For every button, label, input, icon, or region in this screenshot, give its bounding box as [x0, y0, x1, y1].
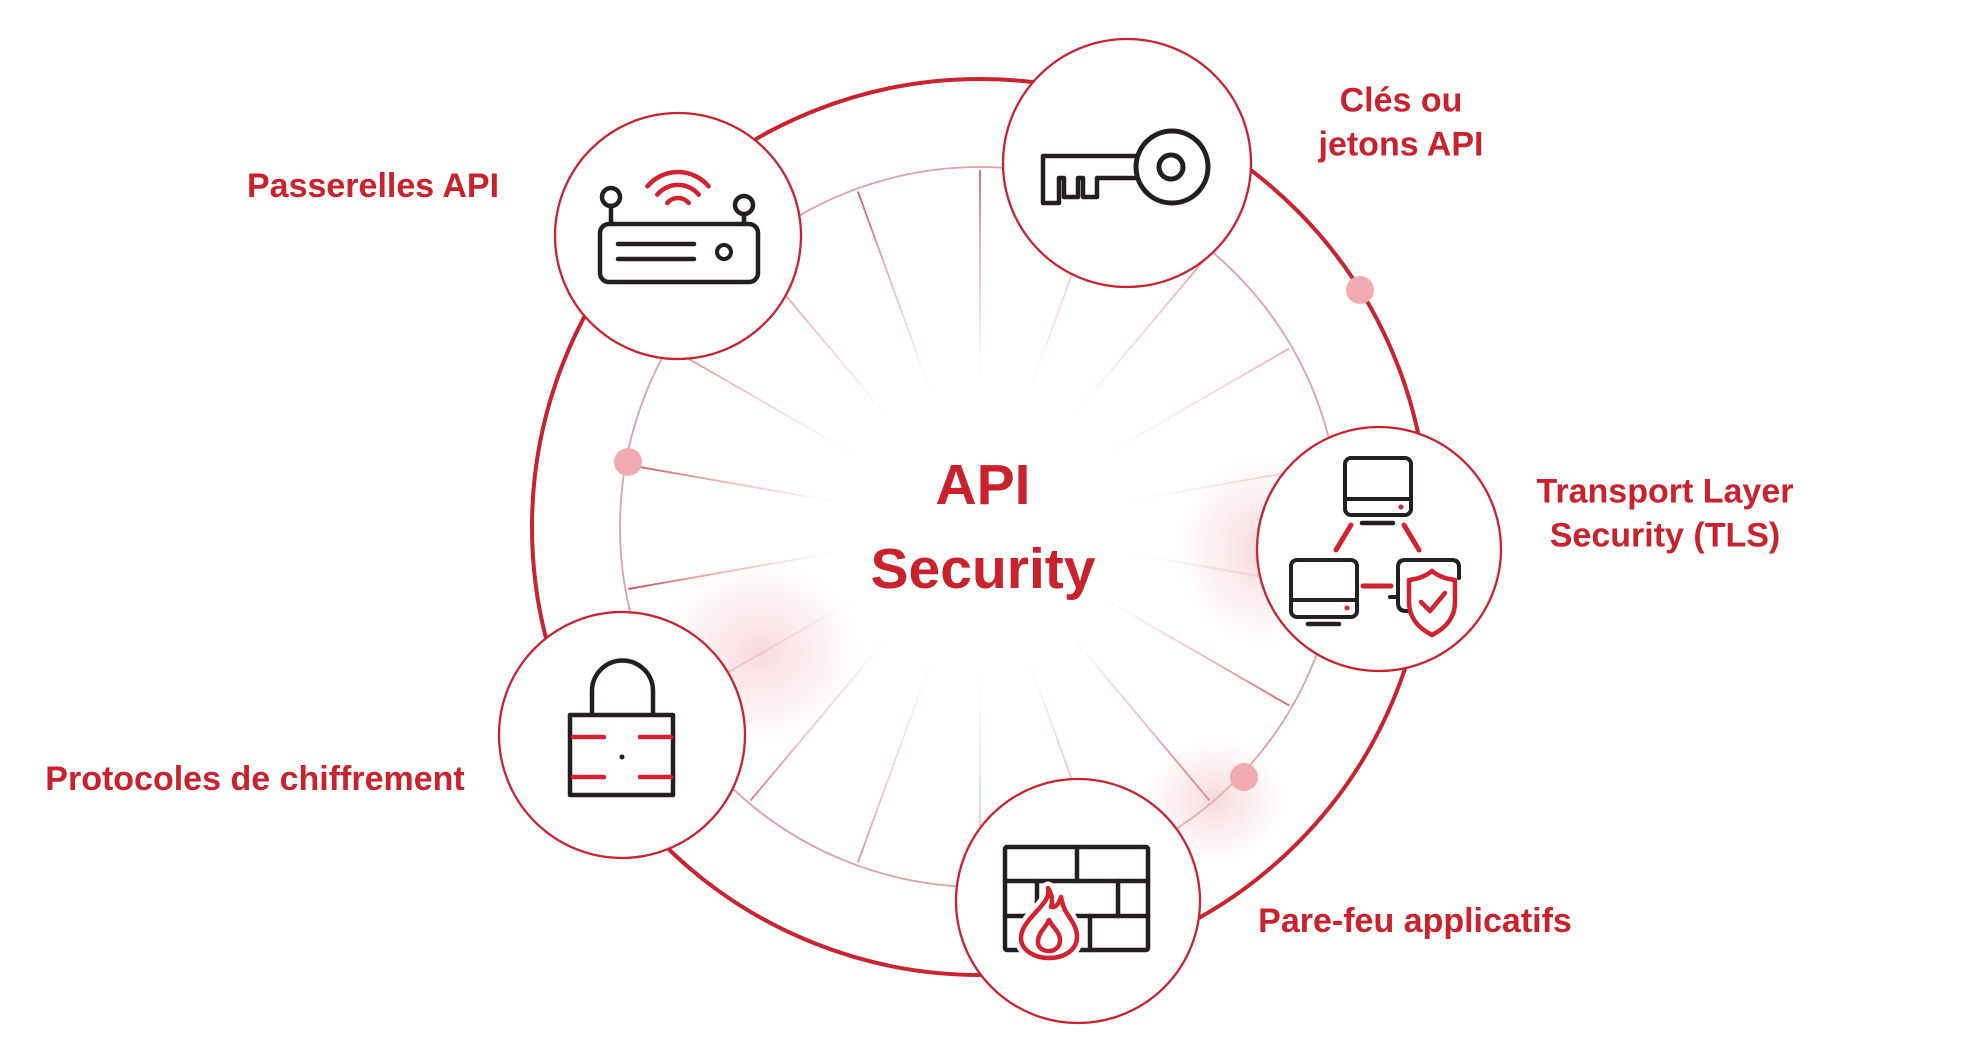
padlock-icon: [567, 658, 676, 798]
accent-dot-bottom-right: [1230, 763, 1258, 791]
label-tls: Transport Layer Security (TLS): [1536, 472, 1794, 554]
router-icon: [597, 169, 761, 285]
label-api-keys: Clés ou jetons API: [1318, 81, 1484, 163]
key-icon: [1040, 128, 1211, 206]
keyhole-dot: [619, 754, 625, 760]
node-api-keys: [1001, 37, 1253, 289]
accent-dot-top-right: [1346, 276, 1374, 304]
label-encryption: Protocoles de chiffrement: [45, 760, 465, 799]
network-shield-icon: [1289, 456, 1461, 638]
wifi-waves: [645, 169, 711, 206]
accent-dot-left: [614, 448, 642, 476]
center-title-line2: Security: [870, 537, 1096, 601]
label-api-gateways: Passerelles API: [246, 167, 500, 206]
node-encryption: [497, 610, 747, 860]
monitor-left: [1289, 558, 1359, 627]
node-circle: [954, 777, 1202, 1025]
firewall-icon: [1002, 844, 1151, 965]
node-api-gateways: [553, 111, 803, 361]
node-firewalls: [954, 777, 1202, 1025]
monitor-top: [1343, 456, 1413, 526]
label-firewalls: Pare-feu applicatifs: [1258, 902, 1572, 941]
lock-slots: [570, 734, 674, 780]
network-links: [1333, 522, 1422, 589]
node-tls: [1255, 425, 1503, 673]
center-title: API Security: [871, 443, 1096, 611]
node-circle: [553, 111, 803, 361]
device-right: [1388, 558, 1461, 613]
shield-check-icon: [1406, 568, 1458, 638]
flame-icon: [1014, 881, 1084, 965]
node-circle: [1255, 425, 1503, 673]
center-title-line1: API: [935, 453, 1031, 517]
